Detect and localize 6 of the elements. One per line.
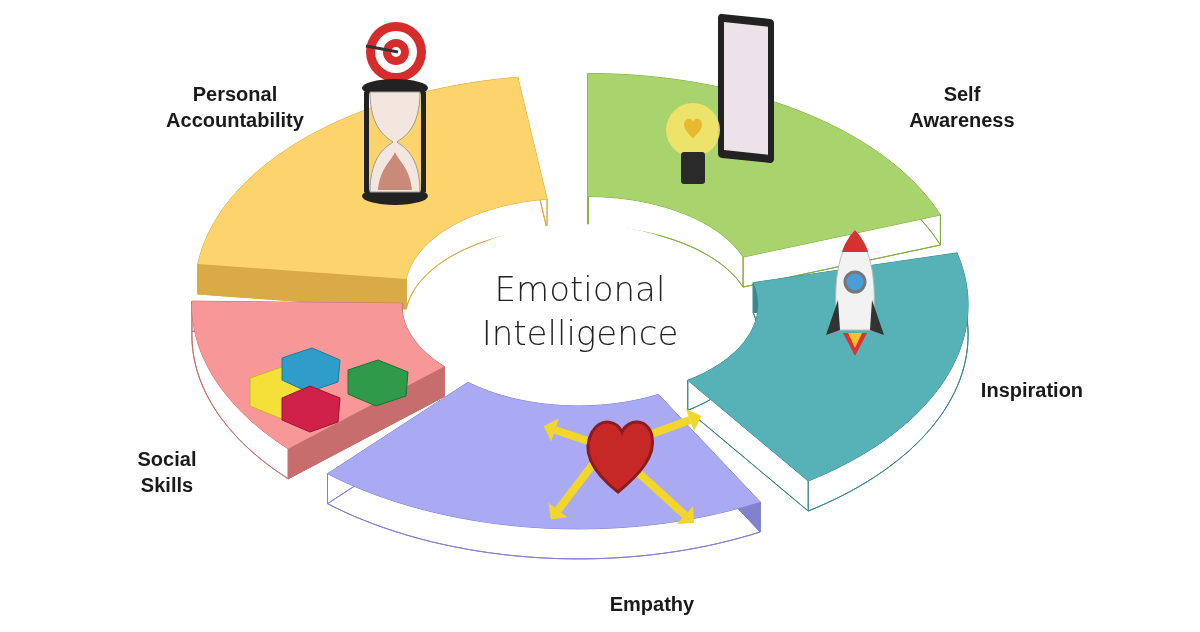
segment-label: Empathy [608, 592, 696, 617]
segment-label: Self Awareness [908, 82, 1016, 133]
center-title: Emotional Intelligence [480, 268, 680, 355]
segment-label: Inspiration [979, 378, 1085, 403]
segment-label: Personal Accountability [165, 82, 305, 133]
segment-label: Social Skills [136, 447, 198, 498]
